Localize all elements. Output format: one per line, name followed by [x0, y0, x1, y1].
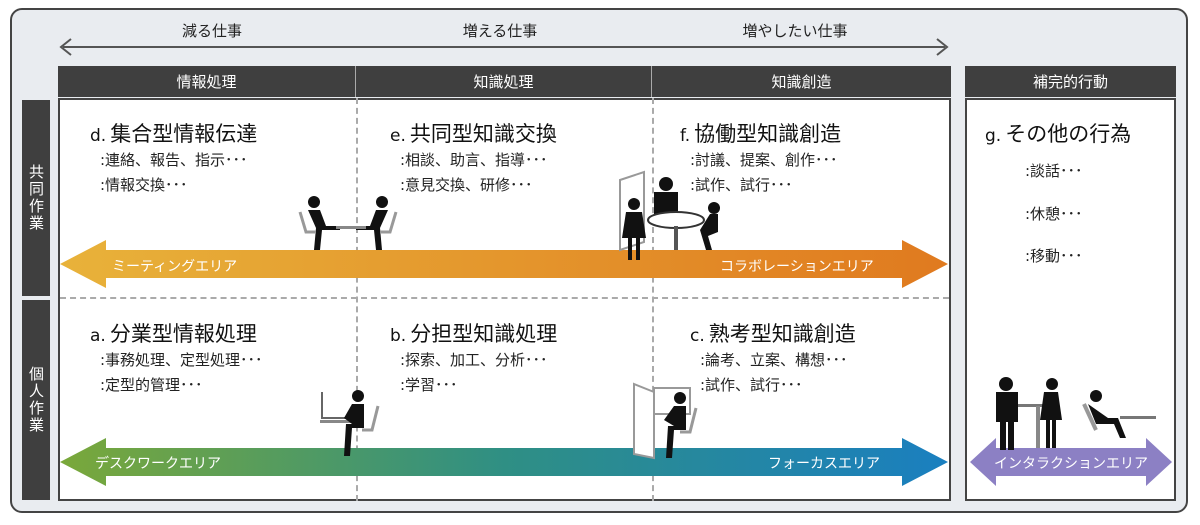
- cell-title: 分担型知識処理: [410, 322, 558, 346]
- cell-item: :休憩･･･: [1025, 205, 1083, 223]
- cell-item: :試作、試行･･･: [690, 176, 793, 194]
- cell-item: :試作、試行･･･: [700, 376, 803, 394]
- individual-area-arrow: [60, 438, 948, 486]
- focus-area-label: フォーカスエリア: [768, 456, 880, 472]
- cell-title: 分業型情報処理: [109, 322, 257, 346]
- collaboration-area-label: コラボレーションエリア: [720, 259, 874, 275]
- row-label-text: 個人作業: [27, 366, 45, 434]
- cell-b: b.分担型知識処理 :探索、加工、分析･･･ :学習･･･: [390, 318, 557, 398]
- header-knowledge-processing: 知識処理: [356, 66, 652, 97]
- decreasing-work-label: 減る仕事: [181, 22, 242, 40]
- cell-item: :事務処理、定型処理･･･: [100, 351, 263, 369]
- cell-title: 集合型情報伝達: [110, 122, 258, 146]
- cell-item: :相談、助言、指導･･･: [400, 151, 548, 169]
- column-divider: [652, 98, 654, 501]
- cell-g: g.その他の行為 :談話･･･ :休憩･･･ :移動･･･: [985, 118, 1132, 265]
- cell-item: :論考、立案、構想･･･: [700, 351, 848, 369]
- work-trend-arrow: [59, 38, 949, 56]
- cell-item: :連絡、報告、指示･･･: [100, 151, 248, 169]
- cell-item: :意見交換、研修･･･: [400, 176, 533, 194]
- work-matrix: [58, 98, 951, 501]
- cell-letter: e.: [390, 126, 406, 146]
- cell-letter: c.: [690, 326, 705, 346]
- cell-c: c.熟考型知識創造 :論考、立案、構想･･･ :試作、試行･･･: [690, 318, 856, 398]
- cell-item: :定型的管理･･･: [100, 376, 203, 394]
- row-label-collaborative: 共同作業: [22, 100, 50, 296]
- cell-item: :討議、提案、創作･･･: [690, 151, 838, 169]
- cell-e: e.共同型知識交換 :相談、助言、指導･･･ :意見交換、研修･･･: [390, 118, 557, 198]
- cell-item: :学習･･･: [400, 376, 458, 394]
- cell-letter: f.: [680, 126, 691, 146]
- cell-item: :談話･･･: [1025, 162, 1083, 180]
- deskwork-person-icon: [320, 390, 380, 456]
- cell-title: 熟考型知識創造: [708, 322, 856, 346]
- interaction-people-icon: [996, 377, 1156, 450]
- cell-letter: b.: [390, 326, 407, 346]
- cell-item: :移動･･･: [1025, 247, 1083, 265]
- increasing-work-label: 増える仕事: [462, 22, 538, 40]
- collaborative-area-arrow: [60, 240, 948, 288]
- cell-letter: g.: [985, 126, 1002, 146]
- deskwork-area-label: デスクワークエリア: [95, 456, 221, 472]
- cell-letter: a.: [90, 326, 106, 346]
- cell-d: d.集合型情報伝達 :連絡、報告、指示･･･ :情報交換･･･: [90, 118, 257, 198]
- focus-person-icon: [633, 382, 698, 460]
- header-knowledge-creation: 知識創造: [652, 66, 951, 97]
- header-supplementary-action: 補完的行動: [965, 66, 1176, 97]
- meeting-people-icon: [298, 196, 398, 250]
- cell-title: その他の行為: [1005, 122, 1132, 146]
- interaction-area-arrow: [970, 438, 1172, 486]
- cell-title: 協働型知識創造: [694, 122, 842, 146]
- column-divider: [356, 98, 358, 501]
- collaboration-people-icon: [619, 170, 720, 260]
- cell-a: a.分業型情報処理 :事務処理、定型処理･･･ :定型的管理･･･: [90, 318, 263, 398]
- cell-title: 共同型知識交換: [409, 122, 557, 146]
- cell-letter: d.: [90, 126, 107, 146]
- row-label-text: 共同作業: [27, 164, 45, 232]
- header-information-processing: 情報処理: [58, 66, 356, 97]
- row-divider: [60, 297, 949, 299]
- cell-item: :探索、加工、分析･･･: [400, 351, 548, 369]
- desired-work-label: 増やしたい仕事: [742, 22, 848, 40]
- interaction-area-label: インタラクションエリア: [994, 456, 1148, 472]
- cell-item: :情報交換･･･: [100, 176, 188, 194]
- meeting-area-label: ミーティングエリア: [112, 259, 238, 275]
- cell-f: f.協働型知識創造 :討議、提案、創作･･･ :試作、試行･･･: [680, 118, 841, 198]
- row-label-individual: 個人作業: [22, 300, 50, 500]
